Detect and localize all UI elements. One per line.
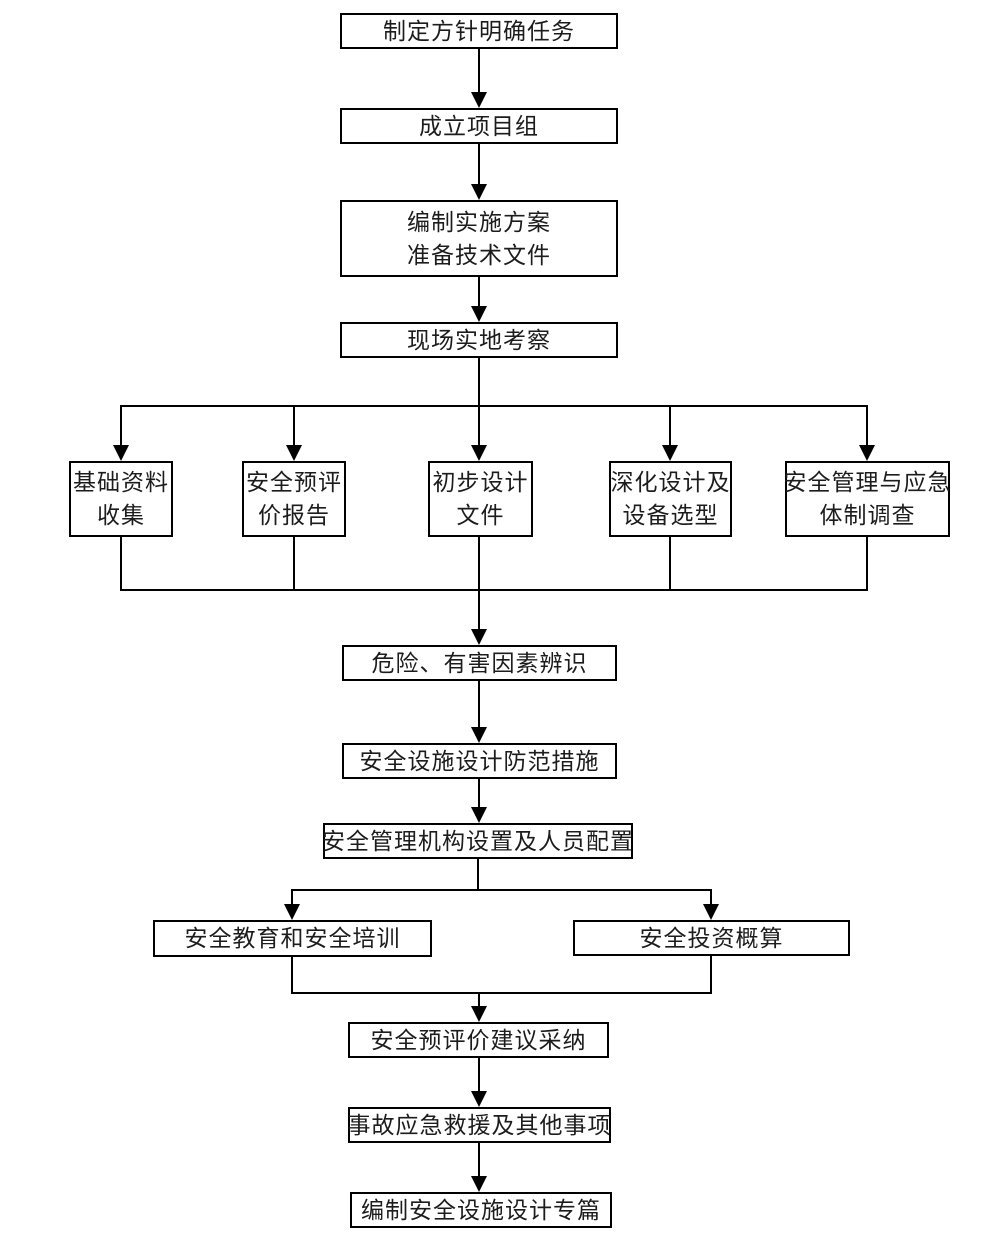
node-label: 事故应急救援及其他事项 xyxy=(347,1112,612,1138)
node-label-line2: 价报告 xyxy=(258,503,330,528)
node-label-line2: 体制调查 xyxy=(819,503,916,528)
arrow-hazard-to-measures xyxy=(471,681,487,743)
node-safety-mgmt-survey: 安全管理与应急 体制调查 xyxy=(783,461,952,537)
node-label-line1: 深化设计及 xyxy=(610,470,731,495)
node-label-line1: 初步设计 xyxy=(432,470,529,495)
node-adopt-suggestions: 安全预评价建议采纳 xyxy=(348,1022,609,1058)
arrow-rescue-to-compile xyxy=(471,1143,487,1192)
node-label: 编制安全设施设计专篇 xyxy=(361,1197,601,1223)
node-label-line2: 设备选型 xyxy=(622,503,719,528)
node-label-line1: 编制实施方案 xyxy=(407,209,551,235)
branch-lines xyxy=(284,859,719,920)
arrow-adopt-to-rescue xyxy=(471,1058,487,1107)
node-pre-eval-report: 安全预评 价报告 xyxy=(242,461,346,537)
node-investment-estimate: 安全投资概算 xyxy=(573,920,850,956)
node-compile-special: 编制安全设施设计专篇 xyxy=(350,1192,612,1228)
node-label: 安全预评价建议采纳 xyxy=(370,1027,587,1053)
arrow-define-to-team xyxy=(471,49,487,108)
node-design-measures: 安全设施设计防范措施 xyxy=(342,743,617,779)
fanout-lines xyxy=(113,358,875,461)
node-label-line1: 安全预评 xyxy=(246,470,342,495)
arrow-plan-to-visit xyxy=(471,277,487,322)
node-label-line2: 收集 xyxy=(97,503,145,528)
node-label: 安全投资概算 xyxy=(639,925,784,951)
node-preliminary-design: 初步设计 文件 xyxy=(428,461,533,537)
fanin-lines xyxy=(120,536,868,645)
node-label: 制定方针明确任务 xyxy=(383,18,575,44)
node-label-line1: 基础资料 xyxy=(73,470,169,495)
arrow-measures-to-org xyxy=(471,779,487,823)
node-label: 成立项目组 xyxy=(419,113,539,139)
node-label: 安全设施设计防范措施 xyxy=(359,748,600,774)
node-education-training: 安全教育和安全培训 xyxy=(153,920,432,957)
node-org-staffing: 安全管理机构设置及人员配置 xyxy=(322,823,634,859)
node-label: 安全管理机构设置及人员配置 xyxy=(322,828,634,854)
node-label-line2: 文件 xyxy=(456,503,505,528)
node-label: 危险、有害因素辨识 xyxy=(371,650,588,676)
node-hazard-identification: 危险、有害因素辨识 xyxy=(342,645,617,681)
node-label-line1: 安全管理与应急 xyxy=(783,470,952,495)
node-form-team: 成立项目组 xyxy=(340,108,618,144)
node-label: 现场实地考察 xyxy=(407,327,551,353)
merge-lines xyxy=(291,955,712,1022)
node-detailed-design: 深化设计及 设备选型 xyxy=(609,461,732,537)
node-site-visit: 现场实地考察 xyxy=(340,322,618,358)
arrow-team-to-plan xyxy=(471,144,487,200)
node-label: 安全教育和安全培训 xyxy=(184,926,401,951)
node-define-policy: 制定方针明确任务 xyxy=(340,13,618,49)
node-emergency-rescue: 事故应急救援及其他事项 xyxy=(348,1107,611,1143)
node-prepare-plan: 编制实施方案 准备技术文件 xyxy=(340,200,618,277)
node-label-line2: 准备技术文件 xyxy=(407,242,551,268)
node-basic-data: 基础资料 收集 xyxy=(69,461,173,537)
